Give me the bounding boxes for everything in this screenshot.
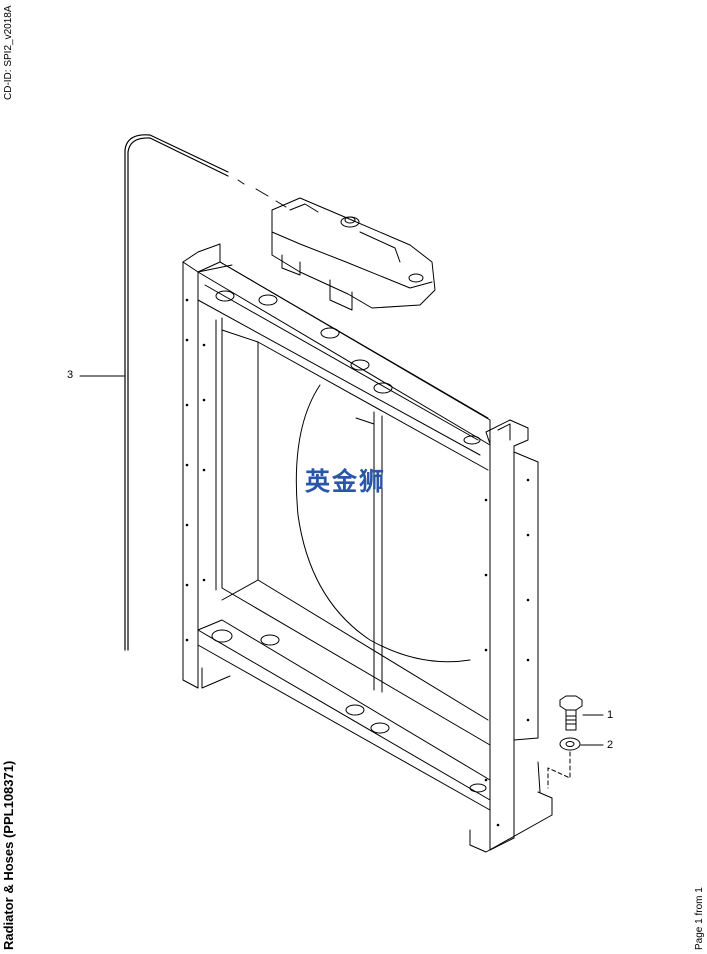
watermark-logo: 英金狮 [305, 467, 387, 496]
hose-part [124, 134, 287, 651]
washer-part [547, 737, 581, 789]
expansion-tank [271, 197, 436, 311]
bolt-part [559, 695, 583, 731]
callout-2-label: 2 [607, 739, 614, 751]
rivet-dots [185, 298, 530, 827]
callout-3-label: 3 [67, 369, 74, 381]
radiator-frame [182, 243, 553, 853]
callout-1-label: 1 [607, 709, 614, 721]
